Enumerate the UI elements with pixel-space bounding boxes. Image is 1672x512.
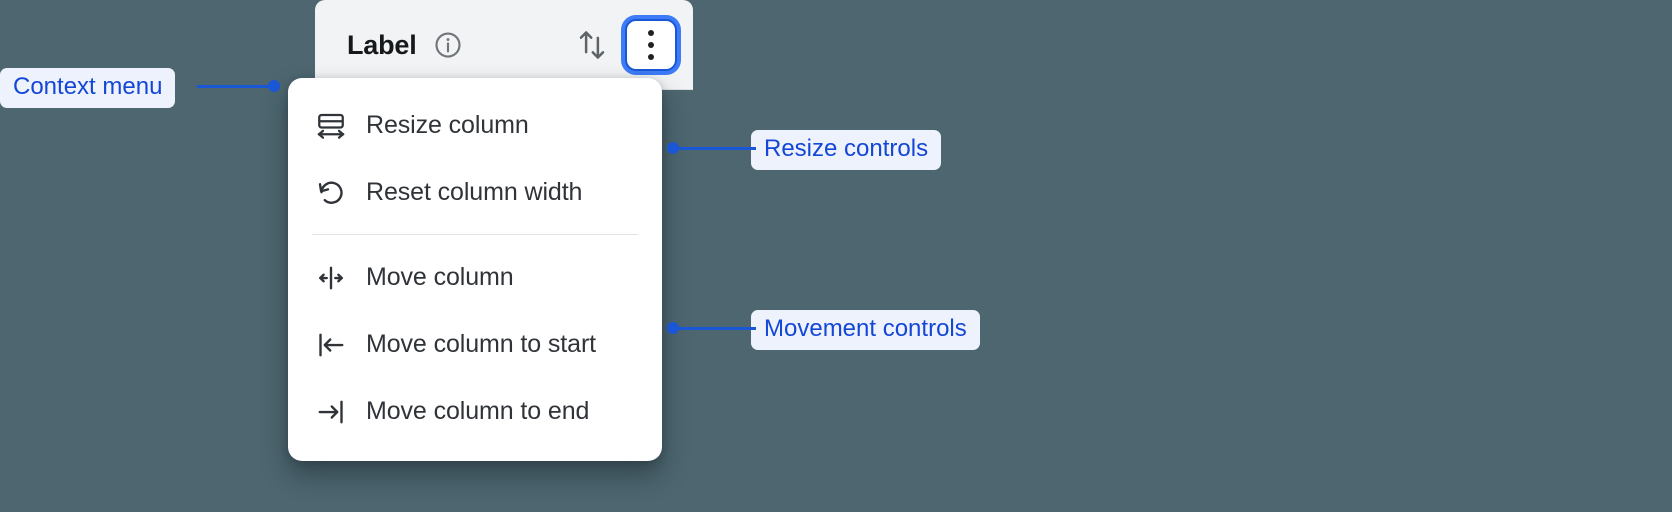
menu-item-move-column-to-start[interactable]: Move column to start — [288, 311, 662, 378]
menu-item-move-column[interactable]: Move column — [288, 244, 662, 311]
move-to-start-icon — [316, 330, 346, 360]
column-header-label: Label — [347, 29, 417, 60]
menu-item-label: Move column — [366, 263, 514, 291]
move-column-left-right-icon — [316, 263, 346, 293]
column-menu-kebab-button[interactable] — [625, 19, 677, 71]
menu-item-reset-column-width[interactable]: Reset column width — [288, 159, 662, 226]
callout-label-resize-controls: Resize controls — [751, 130, 942, 171]
menu-item-label: Move column to start — [366, 330, 597, 358]
column-context-menu: Resize column Reset column width Mo — [288, 78, 662, 461]
callout-dot-movement-controls — [667, 322, 679, 334]
callout-label-movement-controls: Movement controls — [751, 310, 980, 351]
column-header-panel: Label — [315, 0, 693, 90]
menu-divider — [312, 234, 638, 235]
resize-column-icon — [316, 111, 346, 141]
kebab-dot-1 — [648, 30, 654, 36]
callout-dot-context-menu — [268, 80, 280, 92]
undo-rotate-left-icon — [316, 178, 346, 208]
callout-dot-resize-controls — [667, 142, 679, 154]
callout-label-context-menu: Context menu — [0, 68, 176, 109]
sort-up-down-arrows-icon[interactable] — [575, 25, 609, 65]
callout-line-resize-controls — [672, 147, 756, 150]
menu-item-label: Resize column — [366, 111, 529, 139]
kebab-dot-2 — [648, 42, 654, 48]
callout-line-movement-controls — [672, 327, 756, 330]
menu-item-label: Reset column width — [366, 178, 583, 206]
menu-item-resize-column[interactable]: Resize column — [288, 92, 662, 159]
menu-item-move-column-to-end[interactable]: Move column to end — [288, 378, 662, 445]
menu-item-label: Move column to end — [366, 397, 590, 425]
kebab-dot-3 — [648, 54, 654, 60]
move-to-end-icon — [316, 397, 346, 427]
info-circle-icon[interactable] — [433, 30, 463, 60]
callout-line-context-menu — [197, 85, 275, 88]
